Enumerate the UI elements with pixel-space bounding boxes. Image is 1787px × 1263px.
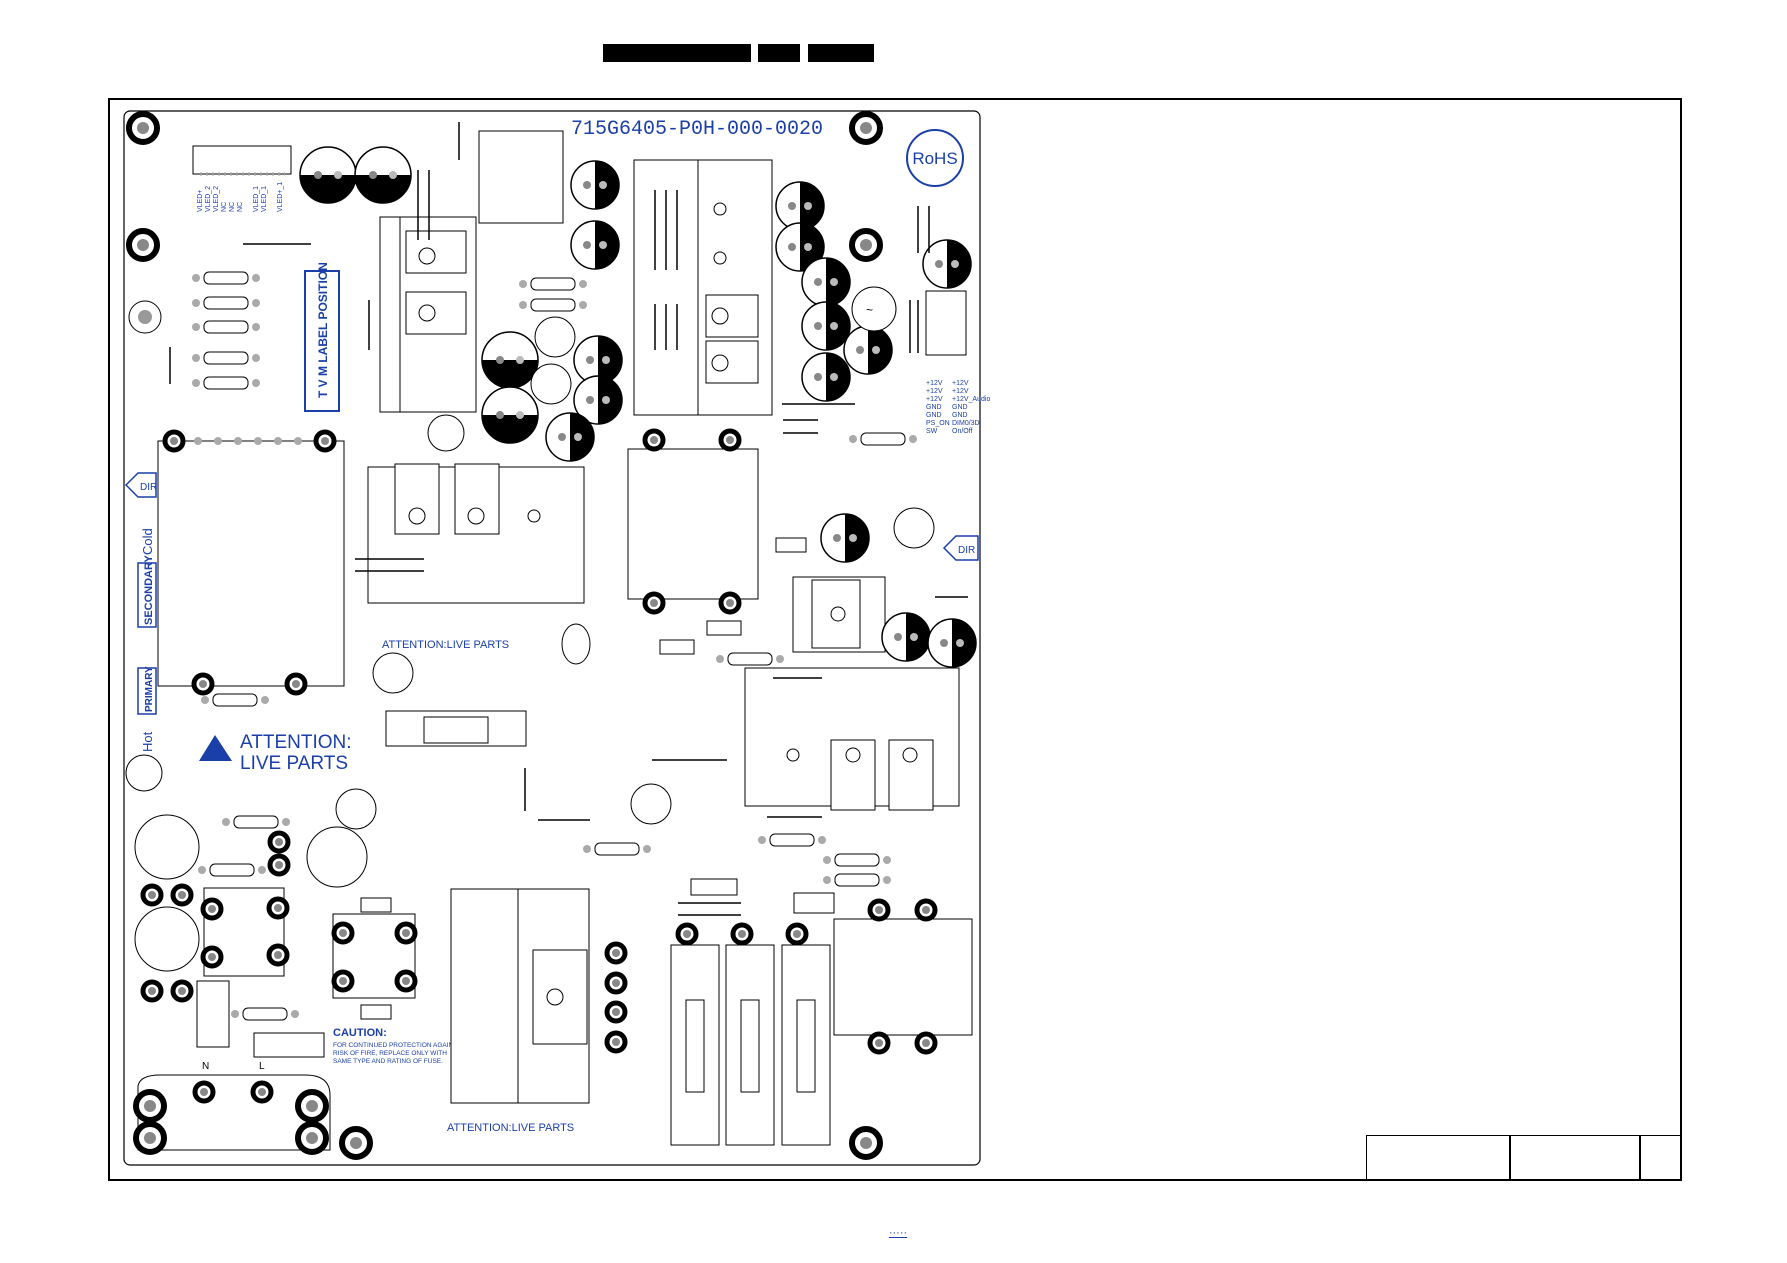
conn-label-b-5: DIM0/3D [952, 420, 980, 427]
attention-title: ATTENTION: [240, 732, 352, 753]
attention-live-bottom: ATTENTION:LIVE PARTS [447, 1122, 574, 1134]
n-label: N [202, 1061, 209, 1072]
rohs-badge [906, 129, 964, 187]
conn-label-b-0: +12V [952, 380, 969, 387]
title-block-cell-2 [1510, 1135, 1640, 1181]
l-label: L [259, 1061, 265, 1072]
conn-label-a-5: PS_ON [926, 420, 950, 427]
conn-label-a-6: SW [926, 428, 938, 435]
conn-label-b-2: +12V_Audio [952, 396, 990, 403]
connector-cn [192, 145, 292, 175]
conn-label-b-3: GND [952, 404, 968, 411]
header-block-2 [758, 44, 800, 62]
dir-arrow-left [124, 472, 157, 498]
caution-line-2: RISK OF FIRE, REPLACE ONLY WITH [333, 1050, 447, 1057]
svg-text:~: ~ [866, 303, 873, 317]
conn-label-a-3: GND [926, 404, 942, 411]
header-block-3 [808, 44, 874, 62]
hot-label: Hot [140, 731, 155, 752]
dir-arrow-right [942, 535, 979, 561]
conn-left-5: NC [237, 202, 244, 212]
conn-left-0: VLED+ [197, 190, 204, 212]
caution-line-3: SAME TYPE AND RATING OF FUSE. [333, 1058, 443, 1065]
attention-sub: LIVE PARTS [240, 753, 348, 774]
conn-label-a-4: GND [926, 412, 942, 419]
part-number: 715G6405-P0H-000-0020 [571, 118, 823, 141]
conn-left-1: VLED_2 [205, 186, 212, 212]
esd-warning-icon [199, 735, 232, 761]
conn-label-a-1: +12V [926, 388, 943, 395]
conn-label-b-6: On/Off [952, 428, 973, 435]
conn-label-a-2: +12V [926, 396, 943, 403]
page-link[interactable]: ····· [888, 1227, 908, 1239]
conn-label-a-0: +12V [926, 380, 943, 387]
caution-title: CAUTION: [333, 1027, 387, 1039]
conn-label-b-1: +12V [952, 388, 969, 395]
conn-left-7: VLED_1 [261, 186, 268, 212]
tvm-label-text: T V M LABEL POSITION [316, 262, 330, 398]
conn-left-3: NC [221, 202, 228, 212]
secondary-label: SECONDARY [143, 554, 155, 625]
conn-left-8: VLED+_1 [277, 182, 284, 212]
rohs-text: RoHS [912, 149, 957, 168]
caution-line-1: FOR CONTINUED PROTECTION AGAINST [333, 1042, 462, 1049]
conn-left-4: NC [229, 202, 236, 212]
conn-left-6: VLED_1 [253, 186, 260, 212]
conn-label-b-4: GND [952, 412, 968, 419]
conn-left-2: VLED_2 [213, 186, 220, 212]
ac-inlet [137, 1074, 331, 1151]
cold-label: Cold [140, 528, 155, 555]
tvm-label-box [304, 270, 340, 412]
title-block-cell-3 [1640, 1135, 1682, 1181]
main-transformer-left [157, 440, 345, 687]
title-block-cell-1 [1366, 1135, 1510, 1181]
dir-left-text: DIR [140, 482, 157, 493]
attention-live-top: ATTENTION:LIVE PARTS [382, 639, 509, 651]
resistors-left [191, 271, 261, 390]
board-outline [123, 110, 981, 1166]
dir-right-text: DIR [958, 545, 975, 556]
header-block-1 [603, 44, 751, 62]
drawing-frame [108, 98, 1682, 1181]
primary-label: PRIMARY [144, 666, 155, 712]
